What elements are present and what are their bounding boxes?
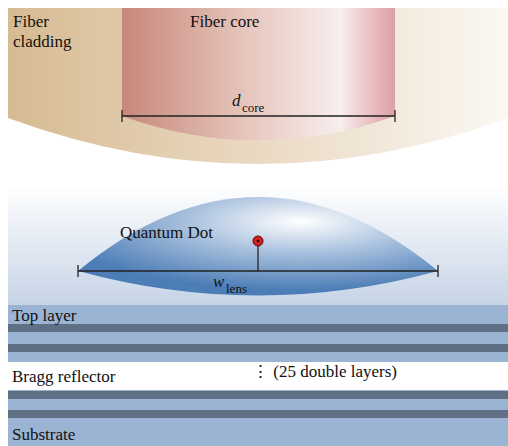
micro-lens — [78, 197, 438, 296]
node-label: Fiber cladding — [13, 12, 103, 51]
layer-label: Bragg reflector — [12, 367, 115, 387]
node-label: Quantum Dot — [120, 223, 213, 243]
node-label: Substrate — [12, 425, 75, 445]
dimension-symbol: d — [232, 91, 241, 111]
layer-node: Substrate — [8, 425, 508, 446]
quantum-dot — [253, 236, 263, 246]
node-label: Fiber core — [190, 12, 259, 32]
layer-note: ⋮ (25 double layers) — [252, 362, 397, 382]
layer-node: Fiber core — [122, 8, 395, 116]
dimension-subscript: core — [242, 101, 264, 116]
fiber-cladding — [8, 8, 508, 164]
dimension-subscript: lens — [226, 282, 247, 297]
node-label: Top layer — [12, 306, 76, 326]
layer-node: Quantum Dot — [78, 197, 438, 295]
layer-node: Top layer — [8, 305, 508, 328]
fiber-core — [122, 8, 395, 141]
dimension-symbol: w — [213, 272, 224, 292]
